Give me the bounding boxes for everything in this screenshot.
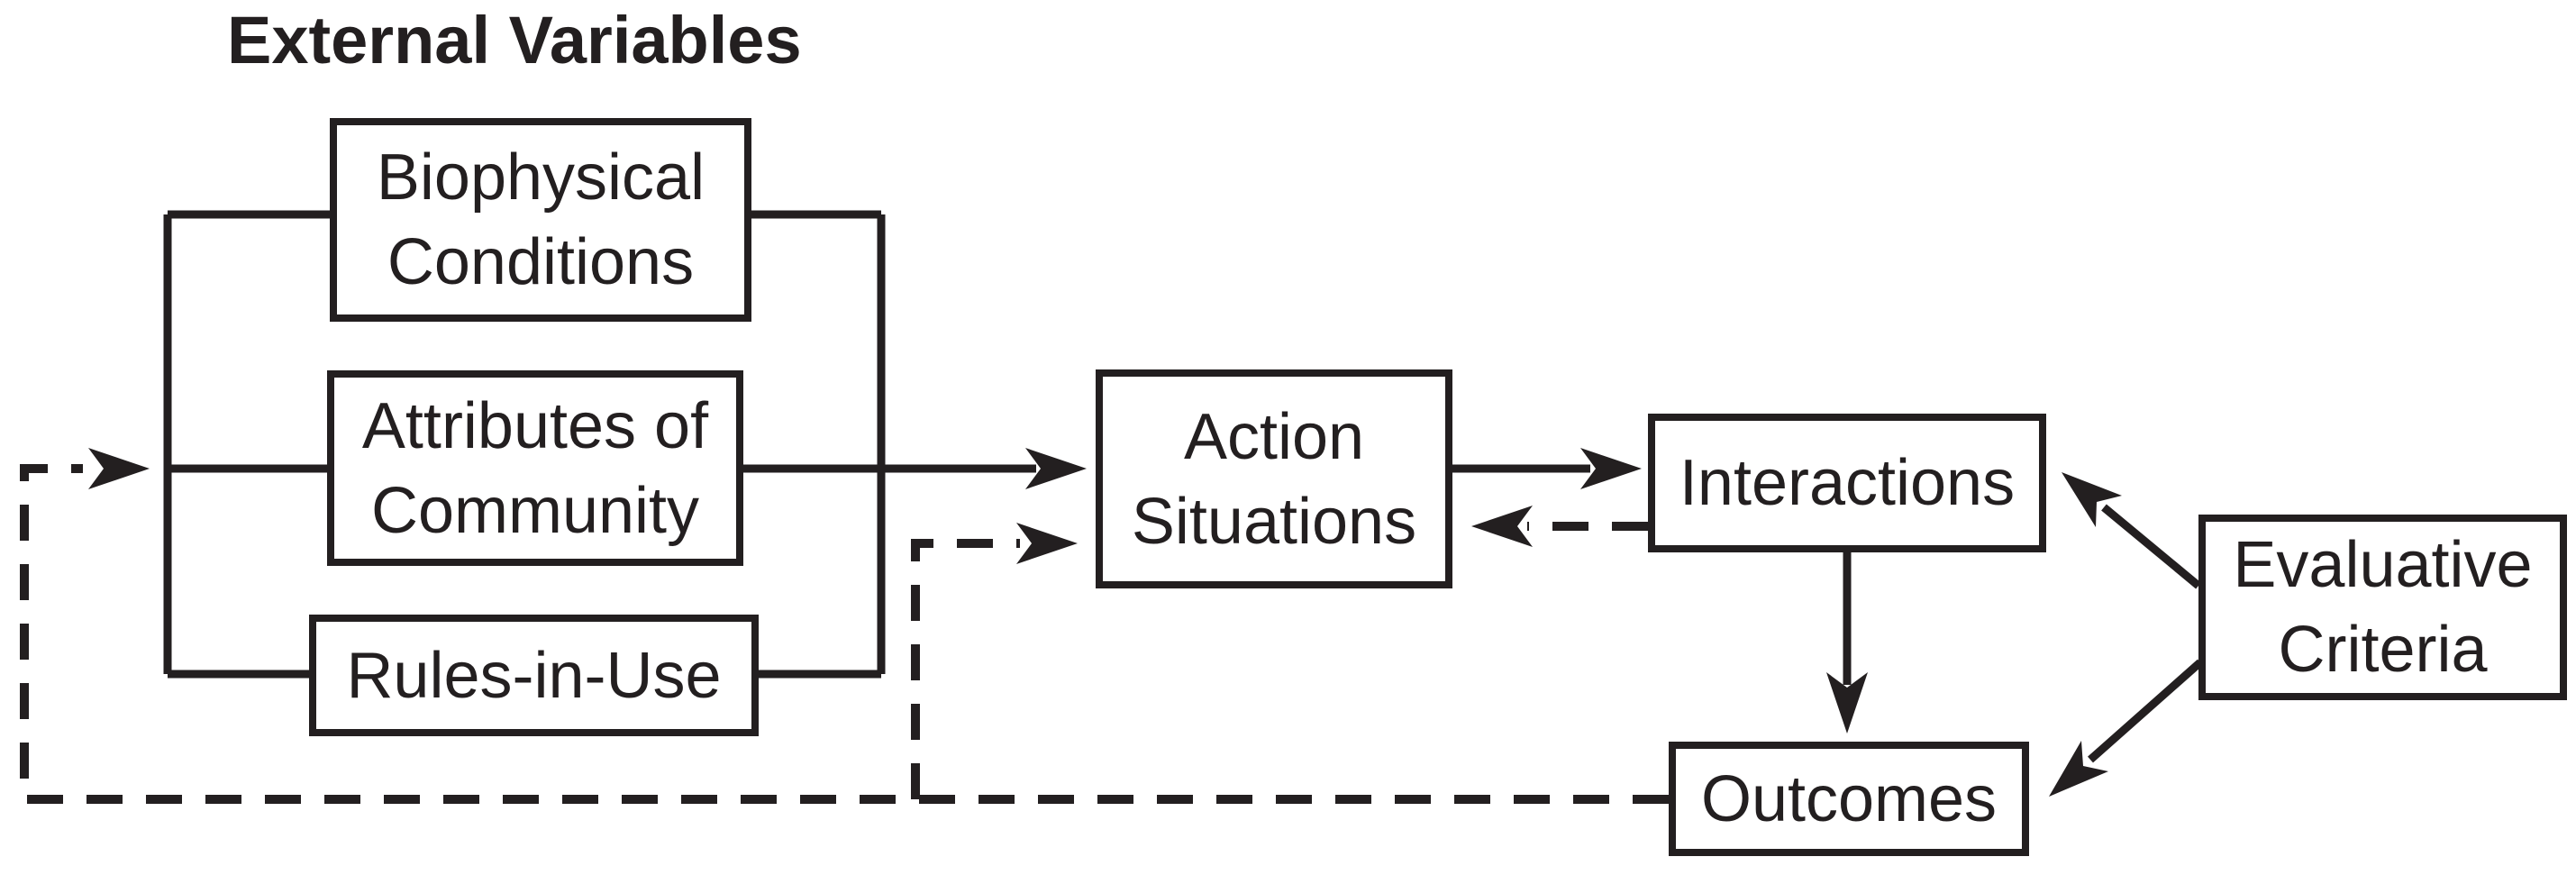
box-attributes-label-line1: Attributes of xyxy=(361,389,709,462)
box-rules-label: Rules-in-Use xyxy=(346,639,722,712)
arrowhead-interactions-into-action xyxy=(1471,506,1533,547)
external-variables-title: External Variables xyxy=(227,3,802,77)
box-attributes-of-community: Attributes of Community xyxy=(327,370,743,566)
box-action-label-line1: Action xyxy=(1183,400,1365,473)
box-evaluative-label-line2: Criteria xyxy=(2278,614,2488,686)
box-rules-in-use: Rules-in-Use xyxy=(309,615,759,736)
box-action-label-line2: Situations xyxy=(1131,485,1417,558)
box-biophysical-label-line1: Biophysical xyxy=(376,141,705,214)
edge-evaluative-to-outcomes-shaft xyxy=(2088,659,2203,763)
box-action-situations: Action Situations xyxy=(1096,369,1452,588)
edge-evaluative-to-interactions-shaft xyxy=(2101,504,2201,589)
box-outcomes-label: Outcomes xyxy=(1700,762,1998,835)
arrowhead-feedback-into-action xyxy=(1016,523,1078,564)
box-biophysical-label-line2: Conditions xyxy=(387,226,695,298)
box-evaluative-label-line1: Evaluative xyxy=(2233,529,2533,601)
box-interactions-label: Interactions xyxy=(1679,447,2016,519)
arrowhead-action-into-interactions xyxy=(1580,448,1642,489)
box-biophysical-conditions: Biophysical Conditions xyxy=(330,118,751,322)
arrowhead-interactions-into-outcomes xyxy=(1826,672,1868,734)
box-outcomes: Outcomes xyxy=(1669,742,2029,856)
box-attributes-label-line2: Community xyxy=(370,474,700,547)
arrowhead-feedback-into-external xyxy=(88,448,150,489)
box-interactions: Interactions xyxy=(1648,414,2046,552)
edge-outcomes-feedback-to-external xyxy=(20,464,1669,804)
arrowhead-evaluative-into-interactions xyxy=(2062,472,2122,527)
arrowhead-evaluative-into-outcomes xyxy=(2049,741,2108,797)
edge-outcomes-feedback-to-action xyxy=(911,539,1020,799)
arrowhead-external-into-action xyxy=(1025,448,1087,489)
box-evaluative-criteria: Evaluative Criteria xyxy=(2198,515,2567,700)
